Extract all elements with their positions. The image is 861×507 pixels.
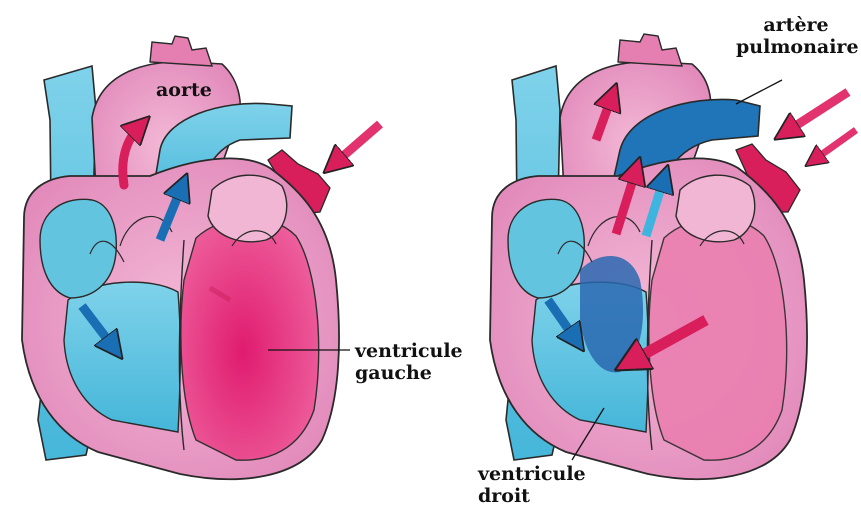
label-artere-pulmonaire: artère pulmonaire	[736, 14, 856, 58]
right-atrium-left	[40, 199, 116, 298]
aorta-branches-left	[150, 36, 212, 66]
arrow-incoming-red-left	[334, 124, 380, 164]
label-ventricule-droit: ventricule droit	[478, 463, 586, 507]
right-atrium-right	[508, 199, 584, 298]
label-ventricule-gauche: ventricule gauche	[355, 340, 463, 384]
aorta-branches-right	[618, 34, 682, 66]
label-vg-line1: ventricule	[355, 340, 463, 362]
right-heart	[490, 34, 856, 479]
label-vg-line2: gauche	[355, 362, 463, 384]
label-artere-line1: artère	[736, 14, 856, 36]
arrow-incoming-red-right-2	[814, 130, 856, 160]
label-vd-line1: ventricule	[478, 463, 586, 485]
left-heart	[22, 36, 380, 479]
label-vd-line2: droit	[478, 485, 586, 507]
label-aorte: aorte	[156, 79, 212, 101]
label-artere-line2: pulmonaire	[736, 36, 856, 58]
left-ventricle	[181, 218, 319, 460]
arrow-incoming-red-right-1	[786, 92, 848, 132]
leader-artere-pulmonaire	[736, 80, 782, 104]
